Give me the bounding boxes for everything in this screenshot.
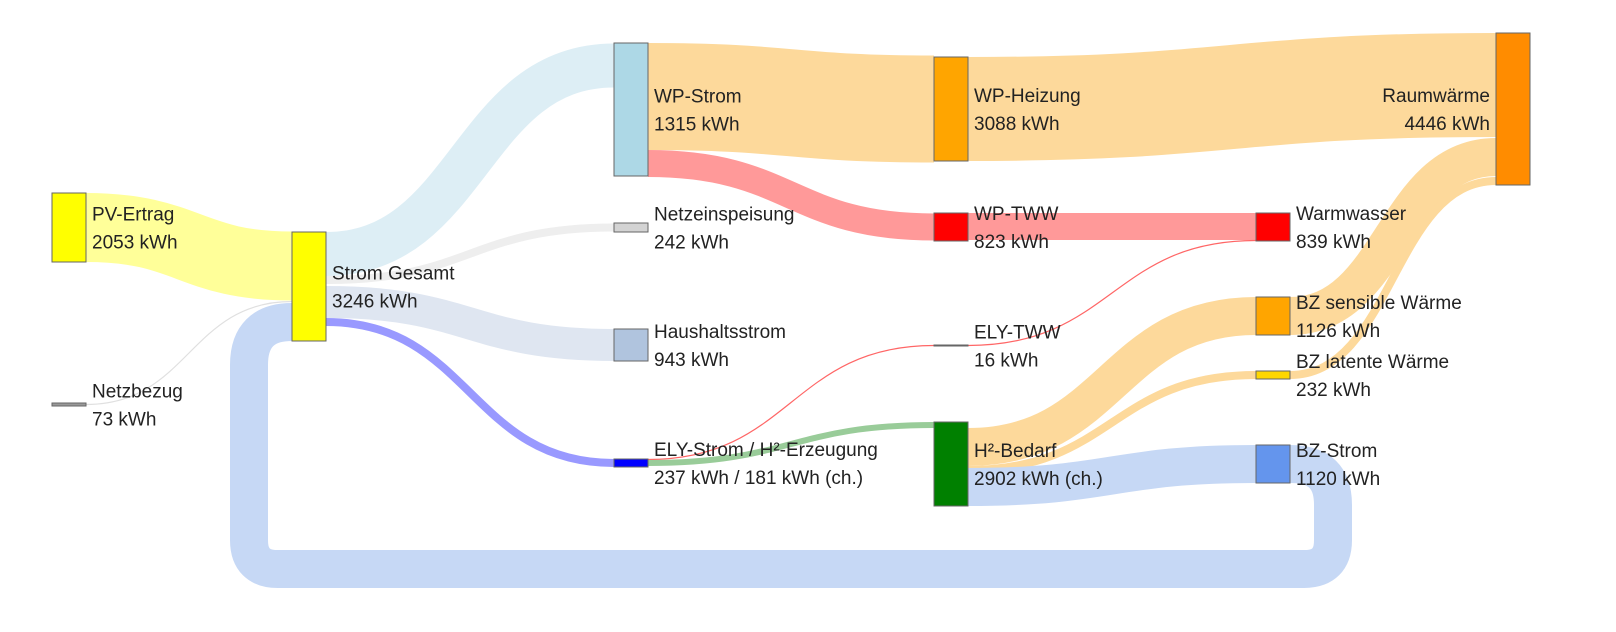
node-value-haushalt: 943 kWh [654,350,729,371]
link-wpstrom-to-wpheiz[interactable] [647,43,935,163]
node-bzsens[interactable] [1255,296,1291,336]
node-label-wpheiz: WP-Heizung [974,86,1081,107]
node-label-elytww: ELY-TWW [974,323,1061,344]
node-bzstrom[interactable] [1255,444,1291,484]
node-value-pv: 2053 kWh [92,233,178,254]
node-label-bzlat: BZ latente Wärme [1296,352,1449,373]
link-wpstrom-to-wptww[interactable] [647,150,935,241]
link-pv-to-strom[interactable] [85,193,293,301]
links-layer [85,33,1498,588]
link-h2-to-bzsens[interactable] [967,297,1257,466]
node-value-raum: 4446 kWh [1404,114,1490,135]
link-elytww-to-ww[interactable] [967,239,1257,347]
node-elytww[interactable] [933,344,969,347]
node-value-elytww: 16 kWh [974,351,1038,372]
node-label-bzsens: BZ sensible Wärme [1296,293,1462,314]
node-label-ww: Warmwasser [1296,204,1407,225]
node-label-wpstrom: WP-Strom [654,87,742,108]
node-haushalt[interactable] [613,328,649,362]
link-h2-to-bzstrom[interactable] [967,445,1257,506]
node-value-wpstrom: 1315 kWh [654,115,740,136]
link-strom-to-netzein[interactable] [325,223,615,284]
node-wptww[interactable] [933,212,969,242]
link-h2-to-bzlat[interactable] [967,371,1257,474]
nodes-layer [51,32,1531,507]
link-netzbezug-to-strom[interactable] [85,300,293,406]
link-wpheiz-to-raum[interactable] [967,33,1497,161]
node-label-haushalt: Haushaltsstrom [654,322,786,343]
node-netzbezug[interactable] [51,402,87,407]
node-value-bzstrom: 1120 kWh [1296,469,1380,490]
node-value-ely: 237 kWh / 181 kWh (ch.) [654,468,863,489]
link-ely-to-h2[interactable] [647,422,935,466]
node-ely[interactable] [613,458,649,468]
node-bzlat[interactable] [1255,370,1291,380]
node-value-strom: 3246 kWh [332,292,418,313]
node-label-wptww: WP-TWW [974,204,1058,225]
node-value-wpheiz: 3088 kWh [974,114,1060,135]
link-strom-to-wpstrom[interactable] [325,43,615,276]
node-wpstrom[interactable] [613,42,649,177]
node-value-bzsens: 1126 kWh [1296,321,1380,342]
node-wpheiz[interactable] [933,56,969,162]
node-label-pv: PV-Ertrag [92,205,174,226]
node-raum[interactable] [1495,32,1531,186]
node-value-ww: 839 kWh [1296,232,1371,253]
node-label-bzstrom: BZ-Strom [1296,441,1377,462]
node-label-netzein: Netzeinspeisung [654,205,794,226]
node-pv[interactable] [51,192,87,263]
node-value-bzlat: 232 kWh [1296,380,1371,401]
node-ww[interactable] [1255,212,1291,242]
node-label-strom: Strom Gesamt [332,264,455,285]
link-bzsens-to-raum[interactable] [1288,138,1498,335]
node-label-ely: ELY-Strom / H²-Erzeugung [654,440,878,461]
node-value-h2: 2902 kWh (ch.) [974,469,1103,490]
node-netzein[interactable] [613,222,649,233]
node-label-netzbezug: Netzbezug [92,382,183,403]
node-label-raum: Raumwärme [1382,86,1490,107]
node-value-wptww: 823 kWh [974,232,1049,253]
node-label-h2: H²-Bedarf [974,441,1057,462]
node-value-netzein: 242 kWh [654,233,729,254]
link-bzstrom-to-strom[interactable] [230,303,1352,588]
node-value-netzbezug: 73 kWh [92,410,156,431]
node-strom[interactable] [291,231,327,342]
link-bzlat-to-raum[interactable] [1289,177,1497,379]
link-ely-to-elytww[interactable] [647,344,935,461]
link-strom-to-ely[interactable] [325,318,615,467]
node-h2[interactable] [933,421,969,507]
link-strom-to-haushalt[interactable] [325,286,615,361]
